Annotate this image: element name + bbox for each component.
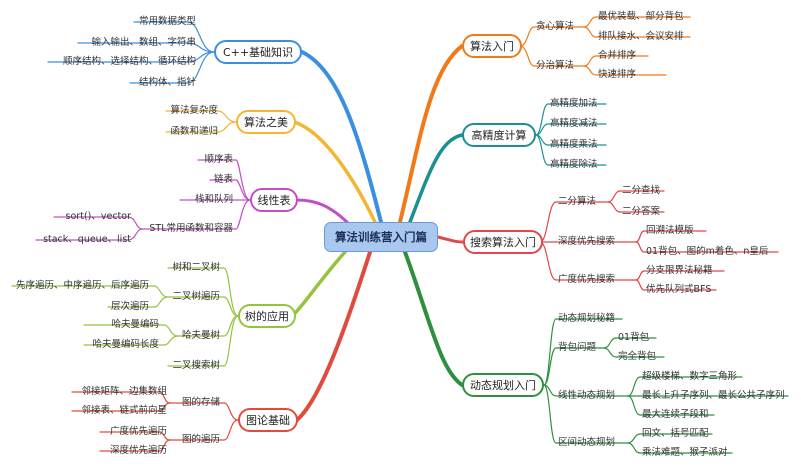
leaf-linear-dp[interactable]: 线性动态规划 xyxy=(558,390,616,401)
leaf-priority-queue-bfs[interactable]: 优先队列式BFS xyxy=(646,284,712,295)
leaf-cpp-struct-pointer[interactable]: 结构体、指针 xyxy=(138,77,196,88)
leaf-huffman-code-length[interactable]: 哈夫曼编码长度 xyxy=(92,339,159,350)
leaf-adjacency-matrix-edge-array[interactable]: 邻接矩阵、边集数组 xyxy=(81,386,167,397)
leaf-backtracking-template[interactable]: 回溯法模版 xyxy=(646,225,694,236)
root-node[interactable]: 算法训练营入门篇 xyxy=(324,222,438,252)
leaf-stack-queue[interactable]: 栈和队列 xyxy=(194,194,233,205)
branch-high-precision[interactable]: 高精度计算 xyxy=(462,123,536,147)
leaf-hp-subtraction[interactable]: 高精度减法 xyxy=(550,118,598,129)
leaf-dfs[interactable]: 深度优先搜索 xyxy=(558,236,616,247)
leaf-complete-knapsack[interactable]: 完全背包 xyxy=(618,351,657,362)
leaf-cpp-io-arrays-strings[interactable]: 输入输出、数组、字符串 xyxy=(91,37,196,48)
leaf-cpp-control-structures[interactable]: 顺序结构、选择结构、循环结构 xyxy=(62,56,196,67)
leaf-01-knapsack[interactable]: 01背包 xyxy=(618,332,650,343)
leaf-palindrome-brackets[interactable]: 回文、括号匹配 xyxy=(642,428,709,439)
branch-search-intro[interactable]: 搜索算法入门 xyxy=(463,230,543,254)
branch-algorithm-beauty[interactable]: 算法之美 xyxy=(236,110,296,134)
branch-graph-basics[interactable]: 图论基础 xyxy=(238,408,298,432)
leaf-dp-secret[interactable]: 动态规划秘籍 xyxy=(558,313,616,324)
leaf-quick-sort[interactable]: 快速排序 xyxy=(598,69,637,80)
leaf-branch-bound[interactable]: 分支限界法秘籍 xyxy=(646,265,713,276)
branch-dynamic-programming[interactable]: 动态规划入门 xyxy=(462,373,544,397)
leaf-knapsack-problem[interactable]: 背包问题 xyxy=(558,342,597,353)
leaf-huffman-tree[interactable]: 哈夫曼树 xyxy=(181,330,220,341)
leaf-linked-list[interactable]: 链表 xyxy=(213,174,233,185)
leaf-graph-storage[interactable]: 图的存储 xyxy=(181,397,220,408)
branch-cpp-basics[interactable]: C++基础知识 xyxy=(214,40,302,64)
leaf-stl-functions[interactable]: STL常用函数和容器 xyxy=(149,223,233,234)
leaf-binary-search[interactable]: 二分查找 xyxy=(622,185,661,196)
leaf-merge-sort[interactable]: 合并排序 xyxy=(598,50,637,61)
leaf-complexity[interactable]: 算法复杂度 xyxy=(170,105,218,116)
leaf-hp-multiplication[interactable]: 高精度乘法 xyxy=(550,139,598,150)
leaf-divide-conquer[interactable]: 分治算法 xyxy=(536,60,575,71)
leaf-tree-binary-tree[interactable]: 树和二叉树 xyxy=(172,262,220,273)
leaf-binary-algorithm[interactable]: 二分算法 xyxy=(558,196,597,207)
leaf-stl-sort-vector[interactable]: sort()、vector xyxy=(65,211,131,222)
leaf-hp-division[interactable]: 高精度除法 xyxy=(550,159,598,170)
leaf-bfs-traversal[interactable]: 广度优先遍历 xyxy=(109,426,167,437)
leaf-bfs[interactable]: 广度优先搜索 xyxy=(558,274,616,285)
leaf-greedy[interactable]: 贪心算法 xyxy=(536,21,575,32)
leaf-level-order[interactable]: 层次遍历 xyxy=(110,301,149,312)
leaf-dfs-traversal[interactable]: 深度优先遍历 xyxy=(109,445,167,456)
leaf-pre-in-post-order[interactable]: 先序遍历、中序遍历、后序遍历 xyxy=(15,280,149,291)
leaf-hp-addition[interactable]: 高精度加法 xyxy=(550,98,598,109)
leaf-stairs-triangle[interactable]: 超级楼梯、数字三角形 xyxy=(642,371,738,382)
branch-algorithm-intro[interactable]: 算法入门 xyxy=(462,34,522,58)
leaf-binary-tree-traversal[interactable]: 二叉树遍历 xyxy=(172,291,220,302)
leaf-functions-recursion[interactable]: 函数和递归 xyxy=(170,126,218,137)
leaf-multiplication-monkey[interactable]: 乘法难题、猴子派对 xyxy=(642,447,728,458)
leaf-knapsack-coloring-queens[interactable]: 01背包、图的m着色、n皇后 xyxy=(646,246,769,257)
leaf-huffman-coding[interactable]: 哈夫曼编码 xyxy=(111,319,159,330)
leaf-graph-traversal[interactable]: 图的遍历 xyxy=(181,434,220,445)
leaf-adjacency-list-forward-star[interactable]: 邻接表、链式前向星 xyxy=(81,405,167,416)
leaf-binary-answer[interactable]: 二分答案 xyxy=(622,206,661,217)
leaf-stl-stack-queue-list[interactable]: stack、queue、list xyxy=(43,234,131,245)
leaf-cpp-data-types[interactable]: 常用数据类型 xyxy=(138,16,196,27)
leaf-binary-search-tree[interactable]: 二叉搜索树 xyxy=(172,360,220,371)
branch-linear-list[interactable]: 线性表 xyxy=(250,188,298,212)
leaf-queue-water-meeting[interactable]: 排队接水、会议安排 xyxy=(598,31,684,42)
leaf-interval-dp[interactable]: 区间动态规划 xyxy=(558,437,616,448)
leaf-optimal-loading-knapsack[interactable]: 最优装载、部分背包 xyxy=(598,11,684,22)
leaf-max-subarray[interactable]: 最大连续子段和 xyxy=(642,409,709,420)
branch-tree-applications[interactable]: 树的应用 xyxy=(238,304,296,328)
leaf-sequential-list[interactable]: 顺序表 xyxy=(204,154,233,165)
leaf-lis-lcs[interactable]: 最长上升子序列、最长公共子序列 xyxy=(642,390,785,401)
